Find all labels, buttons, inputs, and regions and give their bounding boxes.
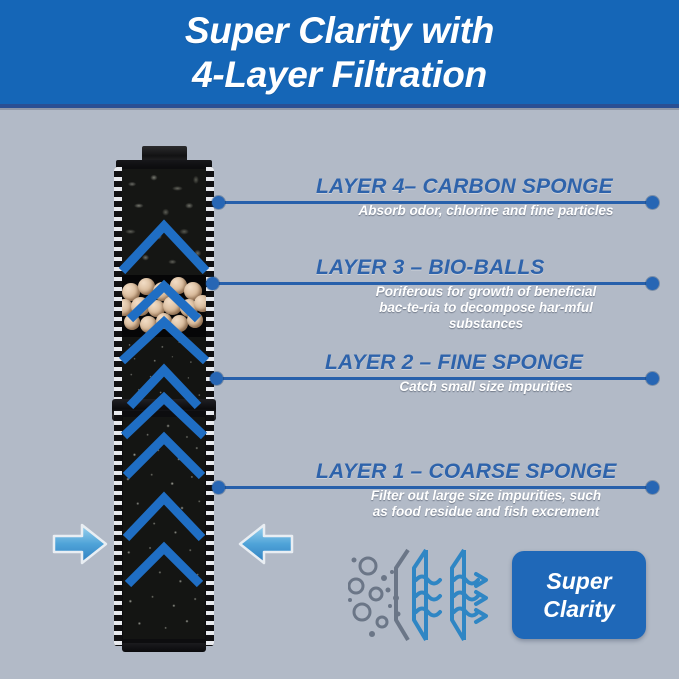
callout-2-line: [216, 377, 652, 380]
callout-4-line: [218, 201, 652, 204]
callout-2-title: LAYER 2 – FINE SPONGE: [325, 351, 584, 374]
callout-3-dot-right: [646, 277, 659, 290]
header-divider: [0, 104, 679, 108]
badge-line-1: Super: [546, 568, 612, 594]
callout-4-dot-right: [646, 196, 659, 209]
callout-1-dot-left: [212, 481, 225, 494]
callout-1-title: LAYER 1 – COARSE SPONGE: [316, 460, 617, 483]
header-divider-light: [0, 108, 679, 110]
callout-1-description-line-1: Filter out large size impurities, such: [370, 488, 602, 503]
cartridge-handle: [142, 146, 187, 162]
water-filtration-icon: [347, 546, 494, 644]
callout-1-line: [218, 486, 652, 489]
callout-2-description-line-1: Catch small size impurities: [399, 379, 573, 394]
page-title-line-1: Super Clarity with: [184, 10, 495, 51]
callout-3-description-line-3: substances: [448, 316, 524, 331]
cartridge-base: [122, 643, 206, 652]
carbon-sponge-layer: [122, 169, 206, 277]
super-clarity-badge: Super Clarity: [512, 551, 646, 639]
callout-3-description-line-1: Poriferous for growth of beneficial: [375, 284, 597, 299]
cartridge-left-rail: [114, 167, 122, 405]
cartridge-left-rail-lower: [114, 411, 122, 646]
callout-2-dot-right: [646, 372, 659, 385]
cartridge-right-rail-lower: [206, 411, 214, 646]
callout-4-title: LAYER 4– CARBON SPONGE: [316, 175, 613, 198]
callout-3-description-line-2: bac-te-ria to decompose har-mful: [379, 300, 593, 315]
callout-3-title: LAYER 3 – BIO-BALLS: [316, 256, 545, 279]
callout-1-description-line-2: as food residue and fish excrement: [372, 504, 600, 519]
fine-sponge-layer: [122, 337, 206, 403]
callout-3-dot-left: [206, 277, 219, 290]
filter-cartridge: [110, 146, 218, 652]
callout-4-dot-left: [212, 196, 225, 209]
flow-arrow-left-icon: [52, 522, 108, 566]
callout-3-line: [214, 282, 652, 285]
badge-line-2: Clarity: [543, 596, 615, 622]
callout-2-dot-left: [210, 372, 223, 385]
header-banner: Super Clarity with 4-Layer Filtration: [0, 0, 679, 104]
cartridge-upper-body: [114, 167, 214, 405]
coarse-sponge-layer: [123, 417, 205, 639]
cartridge-lower-body: [114, 411, 214, 646]
page-title-line-2: 4-Layer Filtration: [192, 54, 487, 95]
callout-4-description-line-1: Absorb odor, chlorine and fine particles: [358, 203, 614, 218]
bio-balls-layer: [116, 275, 211, 337]
cartridge-top-lip: [116, 160, 212, 169]
flow-arrow-right-icon: [238, 522, 294, 566]
callout-1-dot-right: [646, 481, 659, 494]
